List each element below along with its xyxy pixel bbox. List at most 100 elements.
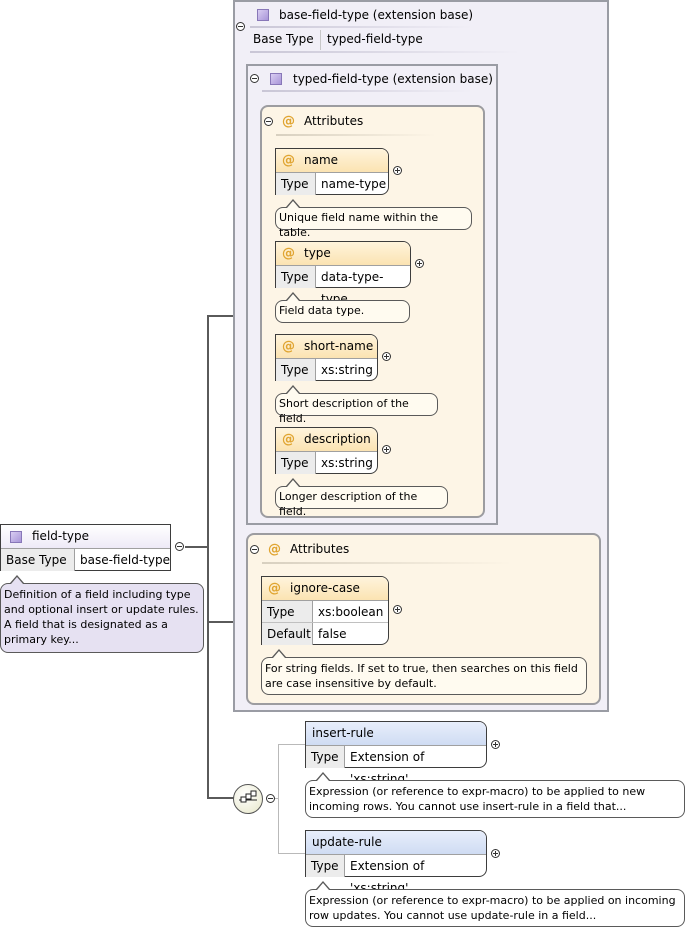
attribute-name-label: short-name <box>304 339 374 353</box>
connector <box>278 853 306 854</box>
connector <box>207 797 235 799</box>
type-value: Extension of 'xs:string' <box>350 859 425 895</box>
type-label: Type <box>262 601 313 622</box>
complex-type-icon <box>257 9 269 21</box>
type-label: Type <box>276 452 316 474</box>
type-value: name-type <box>321 177 387 191</box>
doc-line: Expression (or reference to expr-macro) … <box>309 894 676 907</box>
attributes-title: Attributes <box>304 114 364 128</box>
attribute-icon: @ <box>282 114 295 129</box>
doc-line: A field that is designated as a <box>4 618 168 631</box>
attribute-name-label: type <box>304 246 331 260</box>
expand-icon[interactable] <box>491 740 500 749</box>
type-value: xs:string <box>321 456 373 470</box>
doc-pointer <box>287 387 299 394</box>
attribute-doc: Unique field name within the table. <box>275 207 472 239</box>
doc-line: For string fields. If set to true, then … <box>265 662 578 675</box>
collapse-icon[interactable] <box>250 545 259 554</box>
field-type-node[interactable]: field-type Base Type base-field-type <box>0 524 171 571</box>
expand-icon[interactable] <box>415 259 424 268</box>
attribute-icon: @ <box>282 432 295 447</box>
type-label: Type <box>276 173 316 195</box>
element-insert-rule[interactable]: insert-rule Type Extension of 'xs:string… <box>305 721 487 786</box>
base-type-label: Base Type <box>1 549 75 571</box>
doc-line: Definition of a field including type <box>4 588 191 601</box>
attribute-description[interactable]: @ description Type xs:string <box>275 427 378 474</box>
attribute-doc: Field data type. <box>275 300 410 323</box>
type-value: xs:string <box>321 363 373 377</box>
connector <box>207 316 209 798</box>
attribute-icon: @ <box>282 153 295 168</box>
extension-title: typed-field-type (extension base) <box>293 72 493 86</box>
collapse-icon[interactable] <box>175 542 184 551</box>
attribute-type[interactable]: @ type Type data-type-type <box>275 241 411 306</box>
collapse-icon[interactable] <box>236 22 245 31</box>
collapse-icon[interactable] <box>250 74 259 83</box>
attribute-icon: @ <box>282 339 295 354</box>
element-doc: Expression (or reference to expr-macro) … <box>305 889 685 927</box>
header-underline <box>262 562 512 564</box>
doc-line: row updates. You cannot use update-rule … <box>309 909 597 922</box>
sequence-icon[interactable] <box>233 784 263 814</box>
doc-pointer <box>317 774 329 781</box>
element-update-rule[interactable]: update-rule Type Extension of 'xs:string… <box>305 830 487 895</box>
attribute-doc: Longer description of the field. <box>275 486 448 518</box>
attributes-title: Attributes <box>290 542 350 556</box>
connector <box>185 546 209 548</box>
default-label: Default <box>262 623 313 645</box>
attribute-name[interactable]: @ name Type name-type <box>275 148 389 195</box>
doc-pointer <box>287 480 299 487</box>
expand-icon[interactable] <box>393 605 402 614</box>
header-underline <box>250 51 520 53</box>
doc-line: are case insensitive by default. <box>265 677 437 690</box>
doc-line: Expression (or reference to expr-macro) … <box>309 785 646 798</box>
attribute-name-label: ignore-case <box>290 581 360 595</box>
expand-icon[interactable] <box>382 445 391 454</box>
element-name: insert-rule <box>312 726 374 740</box>
field-type-doc: Definition of a field including type and… <box>0 583 204 653</box>
attribute-name-label: description <box>304 432 371 446</box>
connector <box>278 744 279 854</box>
collapse-icon[interactable] <box>266 794 275 803</box>
type-label: Type <box>306 746 345 768</box>
header-underline <box>250 26 472 28</box>
doc-pointer <box>287 201 299 208</box>
attribute-icon: @ <box>282 246 295 261</box>
field-type-name: field-type <box>32 529 90 543</box>
attribute-doc: For string fields. If set to true, then … <box>261 657 587 695</box>
doc-pointer <box>287 294 299 301</box>
doc-line: and optional insert or update rules. <box>4 603 199 616</box>
doc-pointer <box>273 651 285 658</box>
attribute-icon: @ <box>268 581 281 596</box>
attribute-name-label: name <box>304 153 339 167</box>
attribute-icon: @ <box>268 542 281 557</box>
type-value: Extension of 'xs:string' <box>350 750 425 786</box>
default-value: false <box>318 627 347 641</box>
doc-pointer <box>11 577 23 584</box>
type-value: xs:boolean <box>318 605 384 619</box>
doc-line: primary key... <box>4 633 79 646</box>
base-type-value: base-field-type <box>80 553 170 567</box>
attribute-doc: Short description of the field. <box>275 393 438 425</box>
divider <box>320 30 321 50</box>
type-label: Type <box>306 855 345 877</box>
base-type-label: Base Type <box>253 32 314 46</box>
expand-icon[interactable] <box>393 166 402 175</box>
collapse-icon[interactable] <box>264 117 273 126</box>
element-name: update-rule <box>312 835 382 849</box>
type-label: Type <box>276 266 316 288</box>
expand-icon[interactable] <box>491 849 500 858</box>
doc-line: incoming rows. You cannot use insert-rul… <box>309 800 627 813</box>
header-underline <box>276 134 436 136</box>
complex-type-icon <box>270 73 282 85</box>
attribute-short-name[interactable]: @ short-name Type xs:string <box>275 334 378 381</box>
base-type-value: typed-field-type <box>327 32 423 46</box>
complex-type-icon <box>10 531 22 543</box>
type-value: data-type-type <box>321 270 384 306</box>
element-doc: Expression (or reference to expr-macro) … <box>305 780 685 818</box>
expand-icon[interactable] <box>382 352 391 361</box>
type-label: Type <box>276 359 316 381</box>
header-underline <box>262 90 472 92</box>
extension-title: base-field-type (extension base) <box>279 8 474 22</box>
attribute-ignore-case[interactable]: @ ignore-case Type xs:boolean Default fa… <box>261 576 389 645</box>
